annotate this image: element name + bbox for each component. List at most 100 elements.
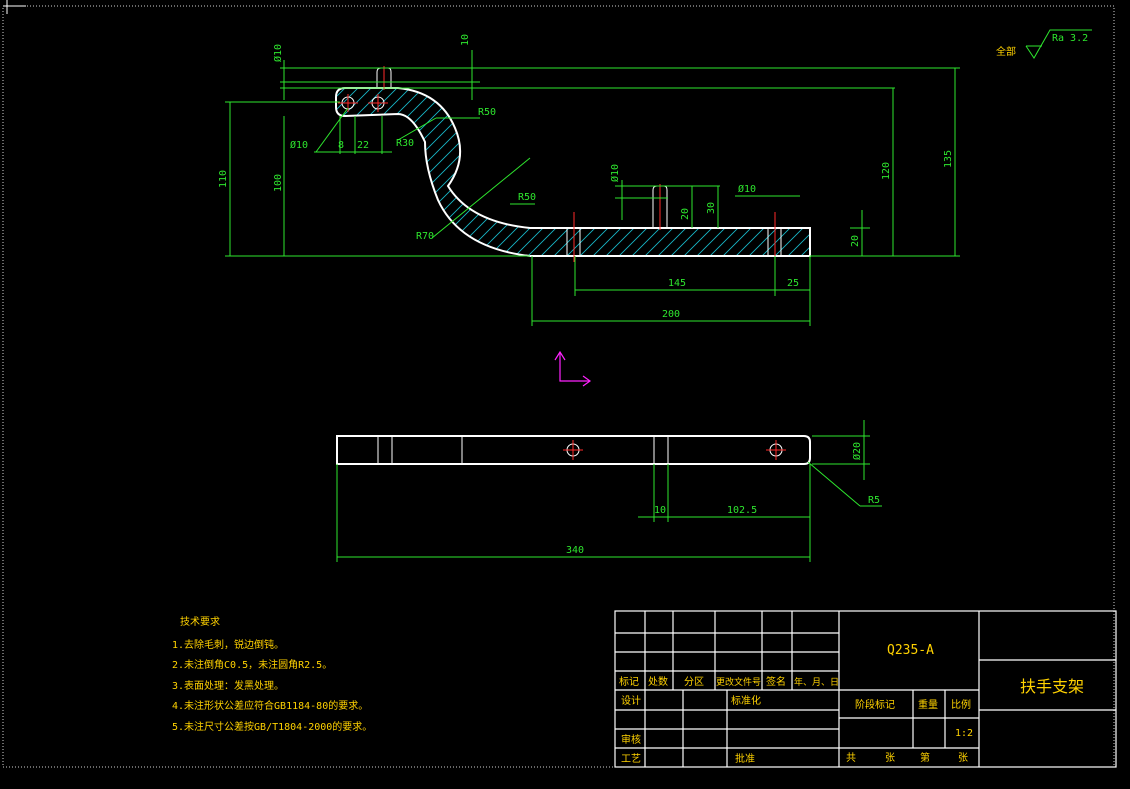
tech-note-5: 5.未注尺寸公差按GB/T1804-2000的要求。 [172, 720, 372, 733]
hatch-line [705, 88, 810, 256]
hatch-line [536, 88, 718, 256]
hatch-line [147, 80, 327, 260]
hatch-line [692, 88, 810, 256]
dim-r50-mid: R50 [518, 192, 536, 203]
dim-r50-top: R50 [478, 107, 496, 118]
hatch-line [367, 88, 549, 256]
hatch-line [108, 80, 288, 260]
tech-note-1: 1.去除毛刺，锐边倒钝。 [172, 638, 284, 651]
hatch-line [809, 88, 810, 256]
roughness-prefix: 全部 [996, 45, 1016, 58]
tb-sheets2: 张 [958, 752, 968, 764]
tb-review: 审核 [621, 733, 641, 746]
hatch-line [497, 88, 679, 256]
top-view-outline [336, 435, 811, 465]
hatch-line [1018, 80, 1130, 260]
hatch-line [30, 80, 210, 260]
hatch-line [953, 80, 1130, 260]
tech-note-3: 3.表面处理：发黑处理。 [172, 679, 284, 692]
hatch-line [380, 88, 562, 256]
hatch-line [1096, 80, 1130, 260]
hatch-line [1031, 80, 1130, 260]
front-dimensions [225, 50, 960, 326]
dim-135: 135 [943, 150, 954, 168]
hdr-doc: 更改文件号 [716, 676, 761, 688]
top-dimensions [336, 420, 882, 562]
hatch-line [432, 88, 614, 256]
hatch-line [82, 80, 262, 260]
roughness-symbol: 全部 Ra 3.2 [996, 29, 1092, 59]
dim-r5: R5 [868, 495, 880, 506]
hatch-line [336, 88, 406, 256]
hatch-line [336, 88, 341, 256]
dim-dia10-left: Ø10 [290, 139, 308, 151]
sheet-border [2, 5, 1115, 768]
hatch-line [966, 80, 1130, 260]
hatch-line [336, 88, 471, 256]
hatch-line [757, 88, 810, 256]
hatch-line [336, 88, 367, 256]
dim-thirty: 30 [706, 202, 717, 214]
hatch-line [121, 80, 301, 260]
tb-standard: 标准化 [731, 694, 761, 707]
dim-dia10-mid: Ø10 [609, 164, 621, 182]
dim-top-ten: 10 [460, 34, 471, 46]
hatch-line [575, 88, 757, 256]
title-block: Q235-A 扶手支架 标记 处数 分区 更改文件号 签名 年、月、日 设计 标… [614, 610, 1117, 768]
hatch-line [940, 80, 1120, 260]
hdr-sign: 签名 [766, 675, 786, 688]
hatch-line [43, 80, 223, 260]
dim-ten: 10 [654, 505, 666, 516]
dim-dia20: Ø20 [851, 442, 863, 460]
hatch-line [914, 80, 1094, 260]
part-outline [335, 87, 811, 257]
hatch-line [770, 88, 810, 256]
hatch-line [445, 88, 627, 256]
dim-25: 25 [787, 278, 799, 289]
ucs-icon [554, 350, 592, 387]
tb-scale-value: 1:2 [955, 728, 973, 739]
hatch-line [849, 80, 1029, 260]
hatch-line [336, 88, 432, 256]
hatch-line [1070, 80, 1130, 260]
tech-note-2: 2.未注倒角C0.5，未注圆角R2.5。 [172, 658, 332, 671]
hatch-line [653, 88, 810, 256]
tech-notes: 技术要求 1.去除毛刺，锐边倒钝。 2.未注倒角C0.5，未注圆角R2.5。 3… [172, 615, 372, 733]
dim-r30: R30 [396, 138, 414, 149]
hdr-zone: 分区 [684, 676, 704, 688]
hatch-line [510, 88, 692, 256]
hatch-line [888, 80, 1068, 260]
part-name: 扶手支架 [1020, 677, 1084, 696]
tb-total: 共 [846, 752, 856, 764]
tb-process: 工艺 [621, 753, 641, 765]
hatch-line [731, 88, 810, 256]
hdr-date: 年、月、日 [794, 676, 839, 688]
hatch-line [875, 80, 1055, 260]
dim-twenty-two: 22 [357, 140, 369, 151]
dim-100: 100 [273, 174, 284, 192]
hatch-line [640, 88, 810, 256]
tb-approve: 批准 [735, 752, 755, 765]
hatch-line [419, 88, 601, 256]
hatch-line [1044, 80, 1130, 260]
hatch-line [1083, 80, 1130, 260]
dim-110: 110 [218, 170, 229, 188]
dim-120: 120 [881, 162, 892, 180]
hdr-mark: 标记 [619, 676, 639, 688]
dim-200: 200 [662, 309, 680, 320]
hatch-line [679, 88, 810, 256]
hatch-line [336, 88, 393, 256]
dim-r70: R70 [416, 231, 434, 242]
tech-note-4: 4.未注形状公差应符合GB1184-80的要求。 [172, 699, 368, 712]
hatch-line [56, 80, 236, 260]
hatch-line [744, 88, 810, 256]
hatch-line [471, 88, 653, 256]
dim-dia10-right: Ø10 [738, 183, 756, 195]
hatch-line [95, 80, 275, 260]
dim-340: 340 [566, 545, 584, 556]
tb-scale: 比例 [951, 698, 971, 711]
hatch-line [979, 80, 1130, 260]
dim-102-5: 102.5 [727, 505, 757, 516]
